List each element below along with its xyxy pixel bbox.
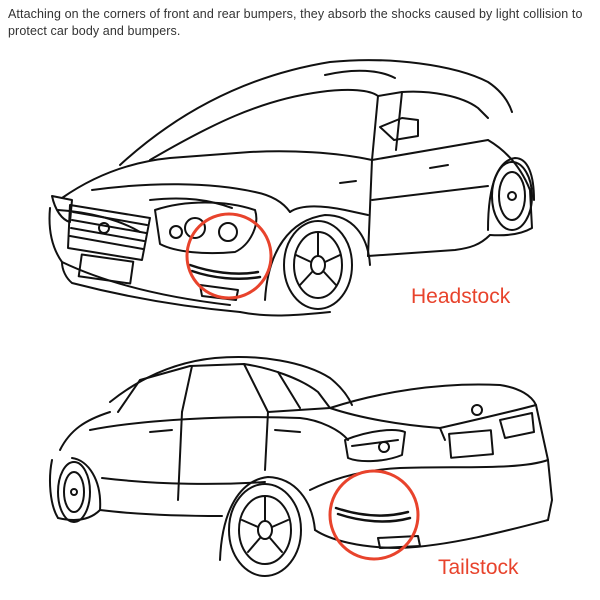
rear-car-drawing <box>49 355 553 577</box>
description-text: Attaching on the corners of front and re… <box>8 7 583 38</box>
headstock-label: Headstock <box>411 285 511 308</box>
front-car-drawing <box>48 59 535 317</box>
tailstock-label: Tailstock <box>438 556 519 579</box>
tailstock-highlight-circle <box>328 469 420 561</box>
headstock-highlight-circle <box>185 212 273 300</box>
